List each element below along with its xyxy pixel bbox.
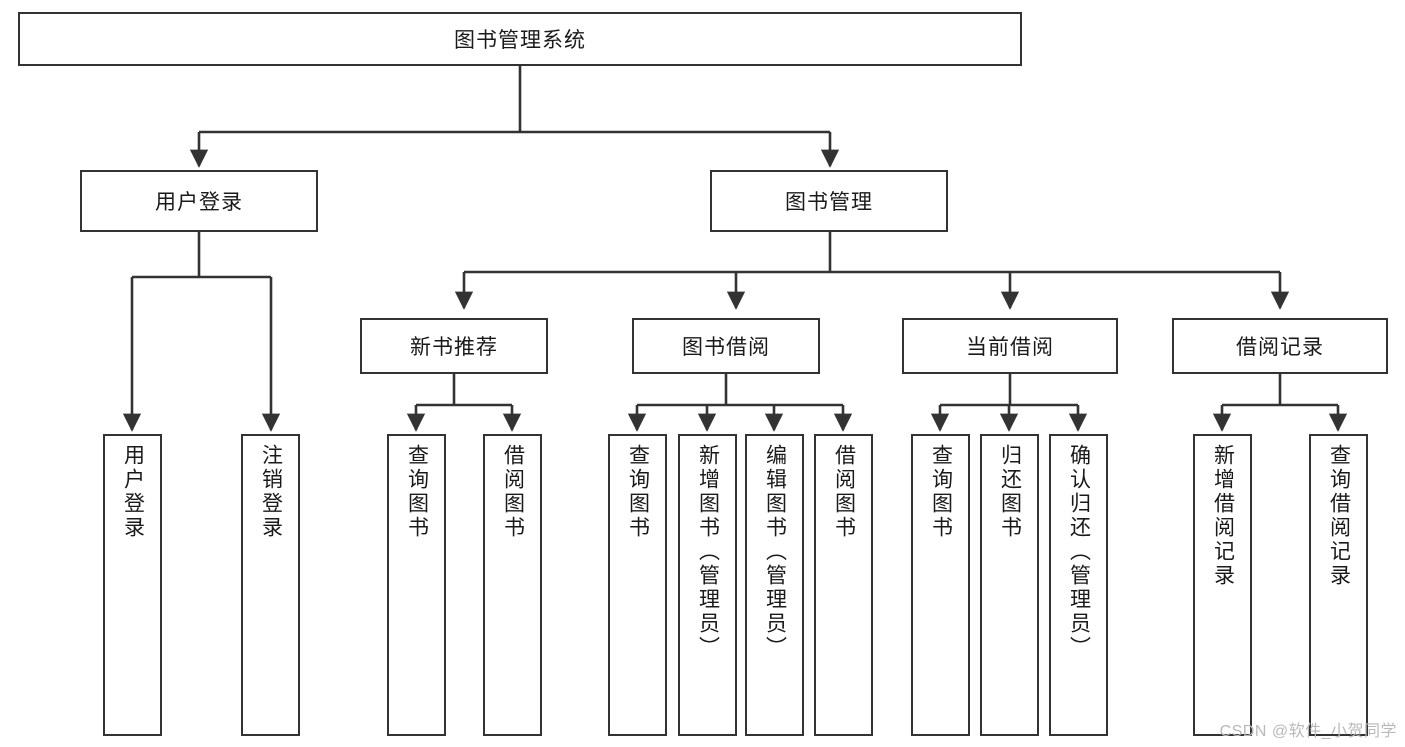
node-root-label: 图书管理系统: [454, 29, 586, 52]
node-leaf-add-book[interactable]: 新增图书（管理员）: [678, 434, 737, 736]
node-user-login-label: 用户登录: [155, 191, 243, 214]
node-leaf-borrow-book-2-label: 借阅图书: [832, 444, 856, 540]
node-leaf-query-book-2[interactable]: 查询图书: [608, 434, 667, 736]
node-leaf-user-login-label: 用户登录: [121, 444, 145, 540]
node-leaf-query-book-1-label: 查询图书: [405, 444, 429, 540]
node-leaf-return-book[interactable]: 归还图书: [980, 434, 1039, 736]
node-borrow-record-label: 借阅记录: [1236, 336, 1324, 359]
node-leaf-confirm-return[interactable]: 确认归还（管理员）: [1049, 434, 1108, 736]
node-book-borrow-label: 图书借阅: [682, 336, 770, 359]
node-leaf-query-record-label: 查询借阅记录: [1327, 444, 1351, 588]
node-book-management[interactable]: 图书管理: [710, 170, 948, 232]
node-leaf-user-login[interactable]: 用户登录: [103, 434, 162, 736]
node-leaf-borrow-book-1-label: 借阅图书: [501, 444, 525, 540]
node-leaf-user-logout-label: 注销登录: [259, 444, 283, 540]
node-leaf-edit-book-label: 编辑图书（管理员）: [763, 444, 787, 660]
node-book-borrow[interactable]: 图书借阅: [632, 318, 820, 374]
node-leaf-user-logout[interactable]: 注销登录: [241, 434, 300, 736]
node-current-borrow-label: 当前借阅: [966, 336, 1054, 359]
node-borrow-record[interactable]: 借阅记录: [1172, 318, 1388, 374]
node-leaf-query-book-2-label: 查询图书: [626, 444, 650, 540]
node-leaf-query-record[interactable]: 查询借阅记录: [1309, 434, 1368, 736]
node-root[interactable]: 图书管理系统: [18, 12, 1022, 66]
node-leaf-query-book-3-label: 查询图书: [929, 444, 953, 540]
node-new-book-recommend[interactable]: 新书推荐: [360, 318, 548, 374]
node-leaf-add-book-label: 新增图书（管理员）: [696, 444, 720, 660]
node-user-login[interactable]: 用户登录: [80, 170, 318, 232]
node-leaf-query-book-3[interactable]: 查询图书: [911, 434, 970, 736]
node-leaf-query-book-1[interactable]: 查询图书: [387, 434, 446, 736]
node-current-borrow[interactable]: 当前借阅: [902, 318, 1118, 374]
node-leaf-borrow-book-2[interactable]: 借阅图书: [814, 434, 873, 736]
node-leaf-add-record-label: 新增借阅记录: [1211, 444, 1235, 588]
node-book-management-label: 图书管理: [785, 191, 873, 214]
csdn-watermark: CSDN @软件_小贺同学: [1219, 723, 1397, 740]
node-leaf-return-book-label: 归还图书: [998, 444, 1022, 540]
node-leaf-confirm-return-label: 确认归还（管理员）: [1067, 444, 1091, 660]
node-leaf-borrow-book-1[interactable]: 借阅图书: [483, 434, 542, 736]
node-new-book-recommend-label: 新书推荐: [410, 336, 498, 359]
node-leaf-add-record[interactable]: 新增借阅记录: [1193, 434, 1252, 736]
node-leaf-edit-book[interactable]: 编辑图书（管理员）: [745, 434, 804, 736]
